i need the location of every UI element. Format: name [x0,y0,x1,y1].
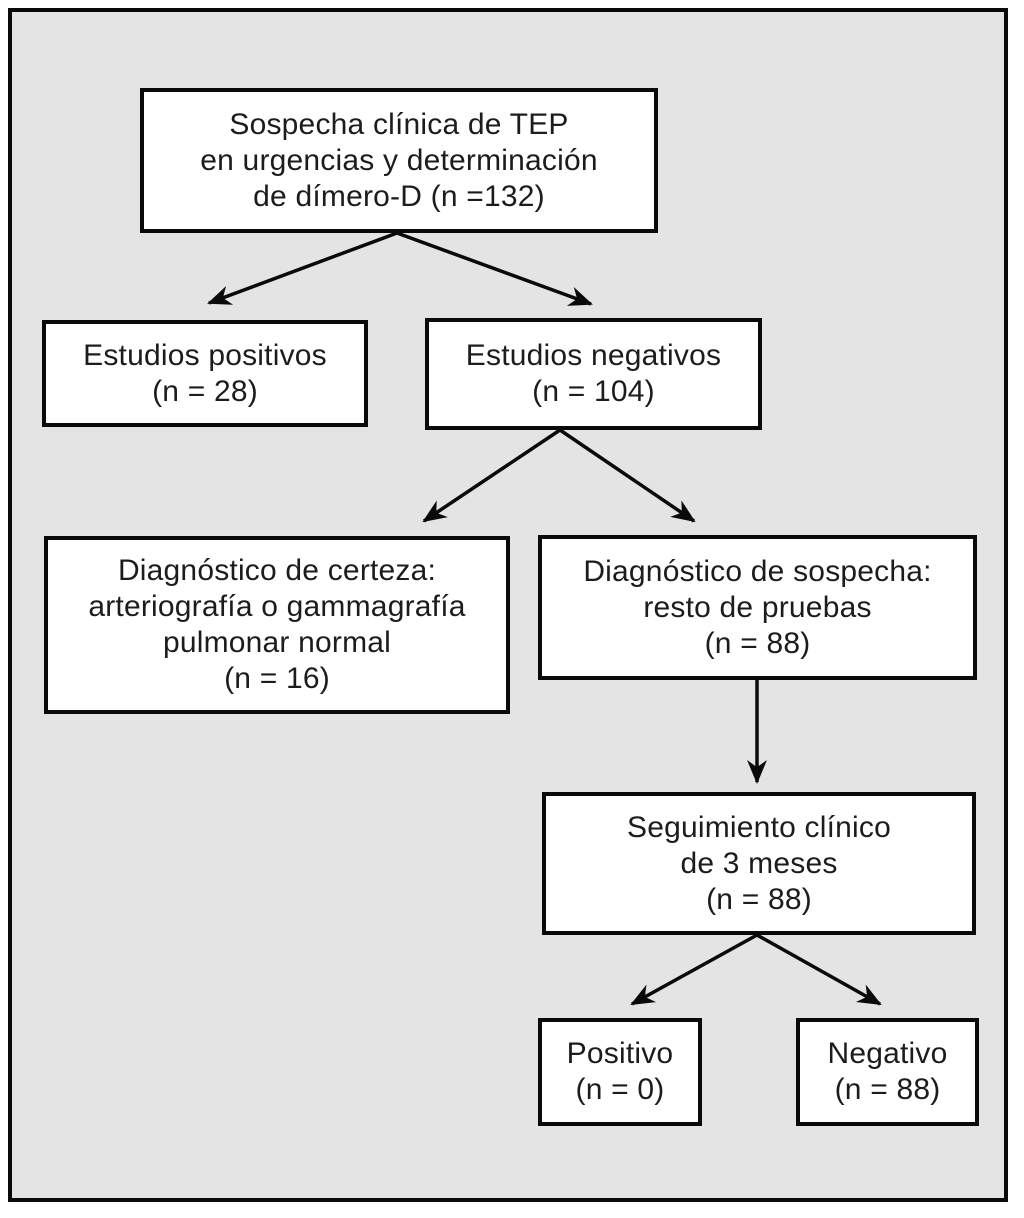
node-text-line: Sospecha clínica de TEP [229,107,569,141]
node-text-line: Diagnóstico de sospecha: [583,554,932,588]
node-text-line: arteriografía o gammagrafía [88,590,466,623]
node-text-line: Estudios negativos [465,339,722,372]
flow-node-certainty-diagnosis: Diagnóstico de certeza: arteriografía o … [44,536,510,714]
node-text-line: (n = 16) [224,662,330,695]
node-text-line: resto de pruebas [643,590,872,624]
node-text-line: Negativo [827,1037,948,1070]
node-text-line: (n = 88) [706,882,812,916]
node-text-line: (n = 104) [532,375,655,408]
flow-node-positive-studies: Estudios positivos (n = 28) [42,320,368,427]
flow-node-suspicion-diagnosis: Diagnóstico de sospecha: resto de prueba… [538,535,977,680]
node-text-line: Estudios positivos [83,338,327,372]
node-text-line: de dímero-D (n =132) [253,179,545,213]
node-text-line: Diagnóstico de certeza: [117,554,437,587]
flow-node-clinical-followup: Seguimiento clínico de 3 meses (n = 88) [542,792,976,935]
flow-node-followup-negative: Negativo (n = 88) [796,1018,979,1126]
flow-node-followup-positive: Positivo (n = 0) [538,1018,702,1126]
node-text-line: de 3 meses [680,846,838,880]
flow-node-clinical-suspicion: Sospecha clínica de TEP en urgencias y d… [140,88,658,233]
node-text-line: (n = 88) [834,1073,941,1106]
node-text-line: en urgencias y determinación [200,143,598,177]
node-text-line: Positivo [566,1037,674,1070]
node-text-line: (n = 0) [575,1073,665,1106]
node-text-line: (n = 28) [152,374,258,408]
node-text-line: Seguimiento clínico [627,810,891,844]
flow-node-negative-studies: Estudios negativos (n = 104) [425,318,762,430]
node-text-line: pulmonar normal [162,626,392,659]
node-text-line: (n = 88) [704,626,811,660]
